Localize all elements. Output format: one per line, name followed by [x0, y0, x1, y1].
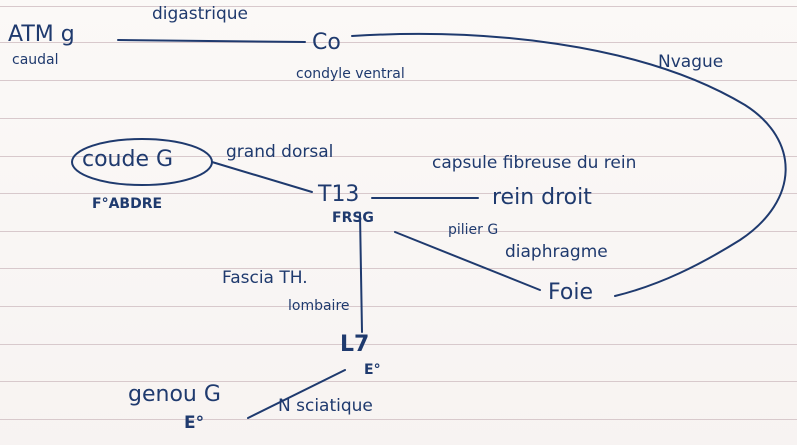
ruled-line [0, 419, 797, 420]
digastrique-label: digastrique [152, 4, 248, 24]
lombaire-label: lombaire [288, 298, 350, 314]
l7-e-label: E° [364, 362, 381, 378]
genou-e-label: E° [184, 413, 205, 433]
ruled-line [0, 231, 797, 232]
genou-label: genou G [128, 382, 221, 407]
ruled-line [0, 6, 797, 7]
sciatique-label: N sciatique [278, 396, 373, 416]
l7-label: L7 [340, 332, 370, 357]
co-label: Co [312, 30, 341, 55]
rein-label: rein droit [492, 185, 592, 210]
diaphragme-label: diaphragme [505, 242, 608, 262]
coude-label: coude G [82, 147, 174, 172]
edge-pilier [394, 231, 541, 291]
edge-sciatique [247, 369, 346, 419]
ruled-line [0, 381, 797, 382]
frsg-label: FRSG [332, 210, 374, 226]
fabdre-label: F°ABDRE [92, 196, 163, 212]
atm-label: ATM g [8, 22, 75, 47]
condyle-label: condyle ventral [296, 66, 405, 82]
ruled-line [0, 42, 797, 43]
foie-label: Foie [548, 280, 593, 305]
ruled-line [0, 193, 797, 194]
edge-digastrique [117, 39, 306, 43]
ruled-line [0, 80, 797, 81]
capsule-label: capsule fibreuse du rein [432, 153, 637, 173]
nvague-label: Nvague [658, 52, 724, 72]
ruled-line [0, 118, 797, 119]
edge-fascia [359, 213, 363, 333]
ruled-line [0, 344, 797, 345]
fascia-label: Fascia TH. [222, 268, 308, 288]
edge-grand-dorsal [211, 161, 313, 193]
edge-nvague [351, 32, 787, 297]
caudal-label: caudal [12, 52, 59, 68]
t13-label: T13 [318, 182, 360, 207]
ruled-line [0, 156, 797, 157]
pilier-label: pilier G [448, 222, 499, 238]
grand-dorsal-label: grand dorsal [226, 142, 334, 162]
ruled-line [0, 268, 797, 269]
ruled-line [0, 306, 797, 307]
